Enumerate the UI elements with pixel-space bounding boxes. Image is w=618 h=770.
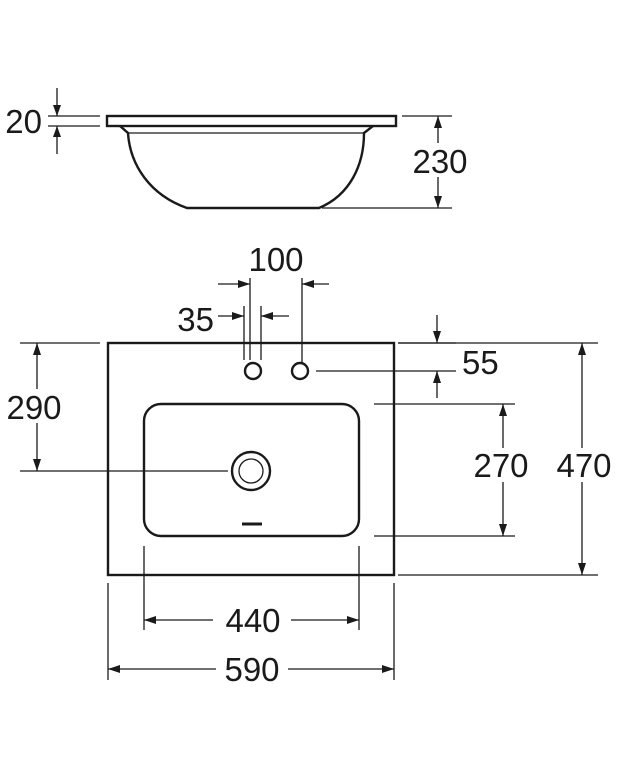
dim-side-height: 230 (322, 115, 475, 209)
dim-bowl-depth: 270 (374, 403, 538, 537)
tap-hole-right (290, 361, 310, 381)
dim-tap-spacing-label: 100 (248, 241, 303, 278)
dim-overall-depth: 470 (398, 342, 618, 576)
dim-drain-offset: 290 (0, 342, 228, 472)
drain-inner (238, 458, 264, 484)
dim-tap-diameter: 35 (177, 301, 289, 360)
dim-tap-offset: 55 (316, 315, 499, 398)
dim-tap-offset-label: 55 (462, 344, 499, 381)
dim-tap-diameter-label: 35 (177, 301, 214, 338)
dim-bowl-depth-label: 270 (473, 447, 528, 484)
side-view-bowl (119, 125, 374, 210)
dim-bowl-width-label: 440 (225, 602, 280, 639)
tap-hole-left (243, 361, 263, 381)
dim-overall-width: 590 (107, 583, 395, 688)
dim-side-height-label: 230 (412, 143, 467, 180)
dim-rim-thickness-label: 20 (5, 103, 42, 140)
side-view: 20 230 (5, 88, 475, 210)
bowl-outline (142, 402, 361, 538)
dim-bowl-width: 440 (143, 546, 360, 639)
dim-drain-offset-label: 290 (6, 389, 61, 426)
top-view (106, 341, 396, 577)
side-view-rim (105, 114, 398, 128)
drain-outer (230, 450, 272, 492)
dim-rim-thickness: 20 (5, 88, 100, 154)
dim-tap-spacing: 100 (218, 241, 329, 362)
dim-overall-depth-label: 470 (556, 447, 611, 484)
basin-outline (106, 341, 396, 577)
dim-overall-width-label: 590 (224, 651, 279, 688)
